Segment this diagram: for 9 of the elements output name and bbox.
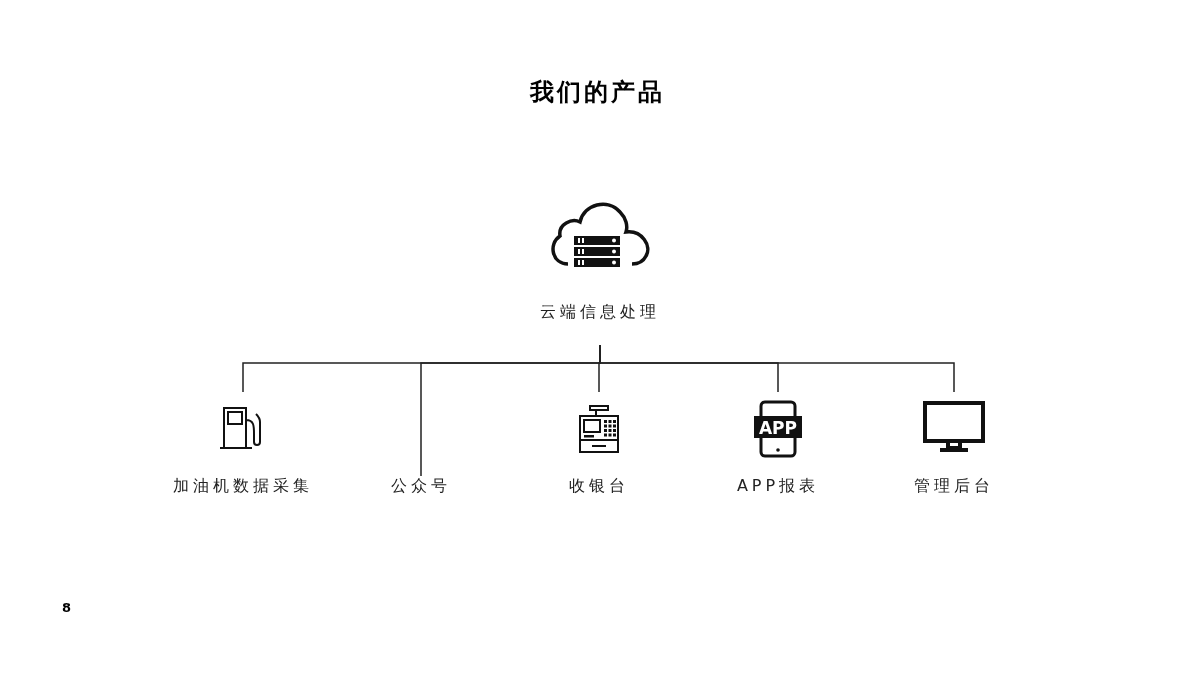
node-label: APP报表	[735, 476, 821, 497]
node-label: 管理后台	[913, 476, 995, 497]
connector-line	[599, 344, 955, 393]
node-label: 加油机数据采集	[172, 476, 314, 497]
title: 我们的产品	[529, 78, 665, 106]
page-number: 8	[62, 600, 72, 615]
node-label: 收银台	[568, 476, 630, 497]
node-label: 公众号	[390, 476, 452, 497]
node-label: 云端信息处理	[539, 302, 661, 323]
